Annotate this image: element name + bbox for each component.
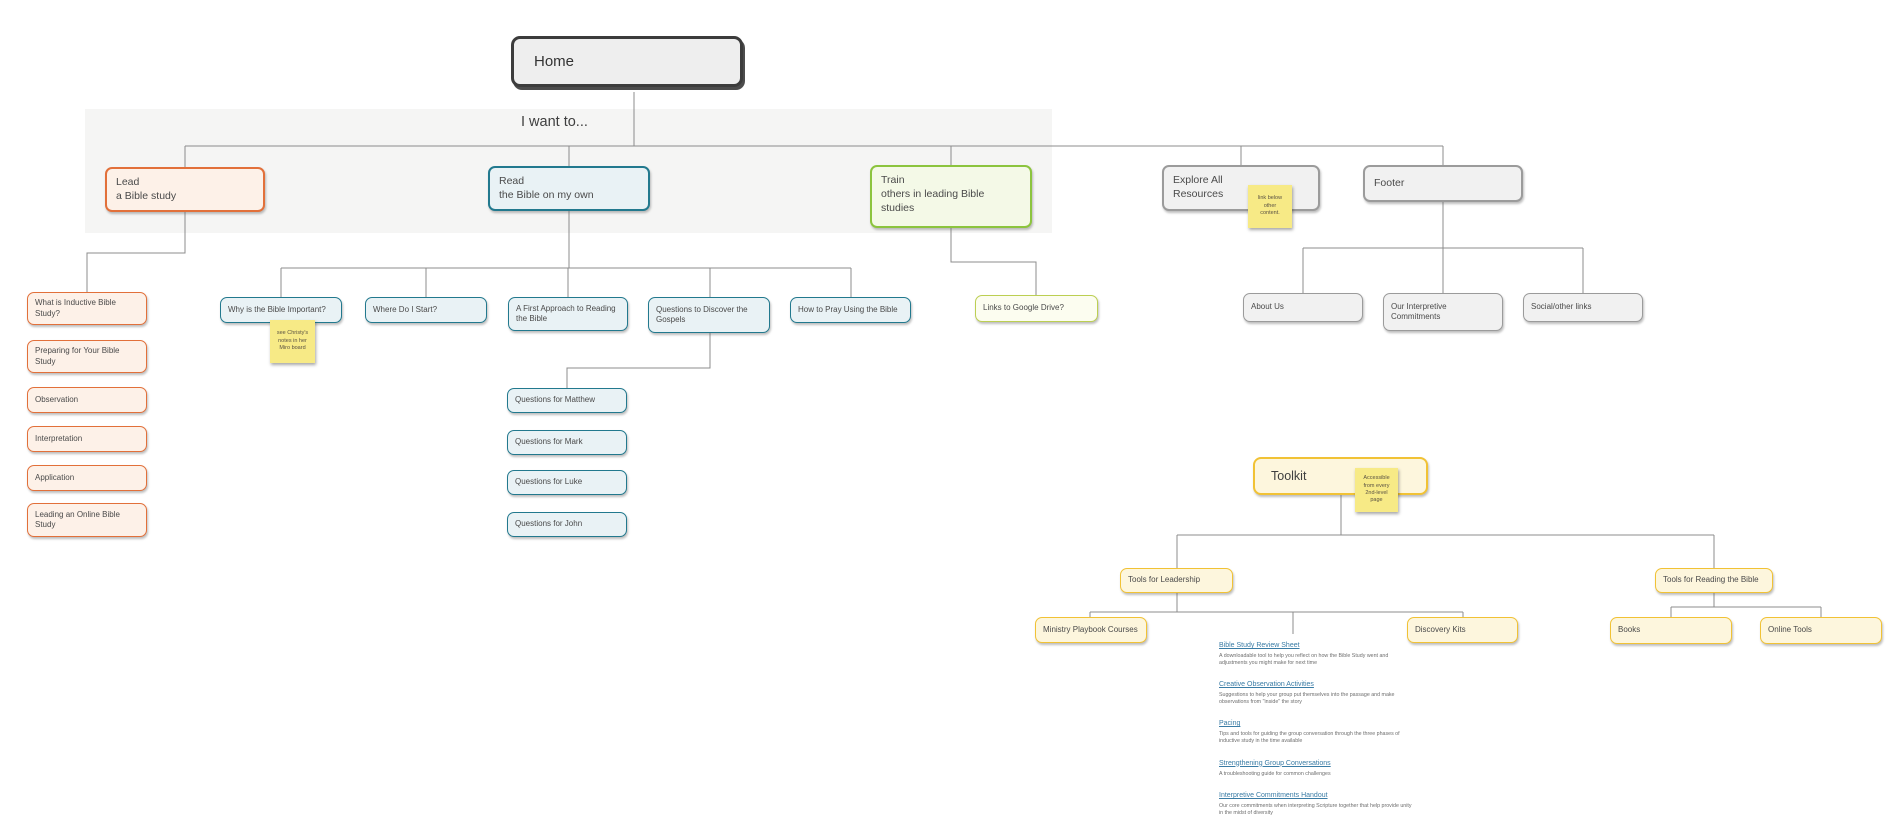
- node-why-is-the-bible-important[interactable]: Why is the Bible Important?: [220, 297, 342, 323]
- link-interpretive-commitments-handout[interactable]: Interpretive Commitments Handout: [1219, 792, 1328, 800]
- node-about-us[interactable]: About Us: [1243, 293, 1363, 322]
- link-desc: Suggestions to help your group put thems…: [1219, 692, 1395, 705]
- link-item: Pacing Tips and tools for guiding the gr…: [1219, 712, 1415, 744]
- node-preparing-for-your-bible-study[interactable]: Preparing for Your Bible Study: [27, 340, 147, 373]
- link-item: Interpretive Commitments Handout Our cor…: [1219, 784, 1415, 816]
- link-strengthening-group-conversations[interactable]: Strengthening Group Conversations: [1219, 759, 1331, 767]
- node-questions-for-john[interactable]: Questions for John: [507, 512, 627, 537]
- link-desc: A troubleshooting guide for common chall…: [1219, 770, 1331, 777]
- sticky-note-link-below[interactable]: link below other content.: [1248, 185, 1292, 228]
- link-bible-study-review-sheet[interactable]: Bible Study Review Sheet: [1219, 642, 1300, 649]
- link-pacing[interactable]: Pacing: [1219, 720, 1241, 728]
- node-read-the-bible-on-my-own[interactable]: Read the Bible on my own: [488, 166, 650, 211]
- leadership-links-list: Bible Study Review Sheet A downloadable …: [1219, 634, 1415, 818]
- link-creative-observation-activities[interactable]: Creative Observation Activities: [1219, 681, 1314, 689]
- node-ministry-playbook-courses[interactable]: Ministry Playbook Courses: [1035, 617, 1147, 643]
- node-application[interactable]: Application: [27, 465, 147, 491]
- node-books[interactable]: Books: [1610, 617, 1732, 644]
- node-interpretation[interactable]: Interpretation: [27, 426, 147, 452]
- node-what-is-inductive-bible-study[interactable]: What is Inductive Bible Study?: [27, 292, 147, 325]
- link-item: Bible Study Review Sheet A downloadable …: [1219, 634, 1415, 666]
- node-lead-a-bible-study[interactable]: Lead a Bible study: [105, 167, 265, 212]
- link-item: Creative Observation Activities Suggesti…: [1219, 673, 1415, 705]
- node-how-to-pray-using-the-bible[interactable]: How to Pray Using the Bible: [790, 297, 911, 323]
- sticky-note-accessible[interactable]: Accessible from every 2nd-level page: [1355, 468, 1398, 512]
- node-online-tools[interactable]: Online Tools: [1760, 617, 1882, 644]
- node-social-other-links[interactable]: Social/other links: [1523, 293, 1643, 322]
- sticky-note-miro-board[interactable]: see Christy's notes in her Miro board: [270, 320, 315, 363]
- node-questions-for-mark[interactable]: Questions for Mark: [507, 430, 627, 455]
- node-links-to-google-drive[interactable]: Links to Google Drive?: [975, 295, 1098, 322]
- node-our-interpretive-commitments[interactable]: Our Interpretive Commitments: [1383, 293, 1503, 331]
- node-toolkit[interactable]: Toolkit: [1253, 457, 1428, 495]
- node-explore-all-resources[interactable]: Explore All Resources: [1162, 165, 1320, 211]
- node-tools-for-leadership[interactable]: Tools for Leadership: [1120, 568, 1233, 593]
- link-desc: Our core commitments when interpreting S…: [1219, 803, 1412, 816]
- node-leading-an-online-bible-study[interactable]: Leading an Online Bible Study: [27, 503, 147, 537]
- node-questions-for-luke[interactable]: Questions for Luke: [507, 470, 627, 495]
- link-desc: Tips and tools for guiding the group con…: [1219, 731, 1400, 744]
- node-questions-to-discover-the-gospels[interactable]: Questions to Discover the Gospels: [648, 297, 770, 333]
- node-train-others[interactable]: Train others in leading Bible studies: [870, 165, 1032, 228]
- node-home[interactable]: Home: [511, 36, 743, 87]
- node-questions-for-matthew[interactable]: Questions for Matthew: [507, 388, 627, 413]
- node-observation[interactable]: Observation: [27, 387, 147, 413]
- i-want-to-label: I want to...: [521, 114, 588, 130]
- node-tools-for-reading-the-bible[interactable]: Tools for Reading the Bible: [1655, 568, 1773, 593]
- node-footer[interactable]: Footer: [1363, 165, 1523, 202]
- link-item: Strengthening Group Conversations A trou…: [1219, 752, 1415, 778]
- node-where-do-i-start[interactable]: Where Do I Start?: [365, 297, 487, 323]
- link-desc: A downloadable tool to help you reflect …: [1219, 653, 1389, 666]
- node-discovery-kits[interactable]: Discovery Kits: [1407, 617, 1518, 643]
- node-a-first-approach-to-reading-the-bible[interactable]: A First Approach to Reading the Bible: [508, 297, 628, 331]
